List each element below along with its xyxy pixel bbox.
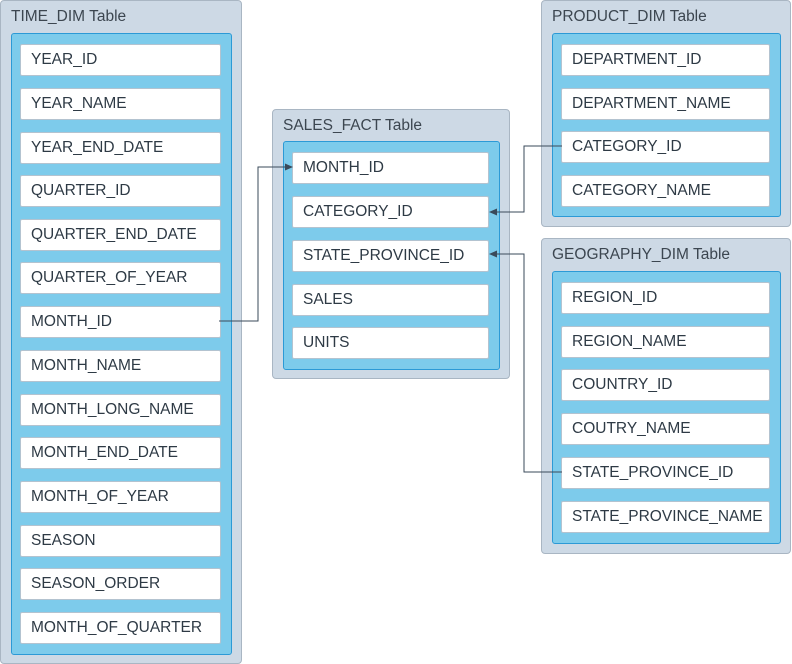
time-dim-title: TIME_DIM Table [11, 8, 127, 25]
field-category-id: CATEGORY_ID [292, 196, 489, 228]
field-month-id: MONTH_ID [20, 306, 221, 338]
field-region-id: REGION_ID [561, 282, 770, 314]
field-quarter-of-year: QUARTER_OF_YEAR [20, 262, 221, 294]
geography-dim-table: GEOGRAPHY_DIM Table REGION_ID REGION_NAM… [541, 238, 791, 554]
connector-month-id [219, 163, 293, 322]
field-quarter-end-date: QUARTER_END_DATE [20, 219, 221, 251]
product-dim-title: PRODUCT_DIM Table [552, 8, 707, 25]
field-year-end-date: YEAR_END_DATE [20, 132, 221, 164]
geography-dim-title: GEOGRAPHY_DIM Table [552, 246, 731, 263]
connector-category-id [489, 145, 562, 216]
field-month-long-name: MONTH_LONG_NAME [20, 394, 221, 426]
sales-fact-table: SALES_FACT Table MONTH_ID CATEGORY_ID ST… [272, 109, 510, 379]
field-month-of-quarter: MONTH_OF_QUARTER [20, 612, 221, 644]
field-coutry-name: COUTRY_NAME [561, 413, 770, 445]
field-department-name: DEPARTMENT_NAME [561, 88, 770, 120]
field-sales: SALES [292, 284, 489, 316]
product-dim-fields: DEPARTMENT_ID DEPARTMENT_NAME CATEGORY_I… [552, 33, 781, 217]
sales-fact-fields: MONTH_ID CATEGORY_ID STATE_PROVINCE_ID S… [283, 141, 500, 370]
time-dim-table: TIME_DIM Table YEAR_ID YEAR_NAME YEAR_EN… [0, 0, 242, 664]
field-category-name: CATEGORY_NAME [561, 175, 770, 207]
time-dim-fields: YEAR_ID YEAR_NAME YEAR_END_DATE QUARTER_… [11, 33, 232, 655]
geography-dim-fields: REGION_ID REGION_NAME COUNTRY_ID COUTRY_… [552, 271, 781, 544]
sales-fact-title: SALES_FACT Table [283, 117, 423, 134]
field-year-name: YEAR_NAME [20, 88, 221, 120]
field-month-id: MONTH_ID [292, 152, 489, 184]
field-season-order: SEASON_ORDER [20, 568, 221, 600]
field-units: UNITS [292, 327, 489, 359]
field-state-province-name: STATE_PROVINCE_NAME [561, 501, 770, 533]
field-category-id: CATEGORY_ID [561, 131, 770, 163]
field-country-id: COUNTRY_ID [561, 369, 770, 401]
field-quarter-id: QUARTER_ID [20, 175, 221, 207]
field-department-id: DEPARTMENT_ID [561, 44, 770, 76]
field-state-province-id: STATE_PROVINCE_ID [292, 240, 489, 272]
field-month-of-year: MONTH_OF_YEAR [20, 481, 221, 513]
field-season: SEASON [20, 525, 221, 557]
field-month-name: MONTH_NAME [20, 350, 221, 382]
connector-state-province-id [489, 250, 562, 473]
product-dim-table: PRODUCT_DIM Table DEPARTMENT_ID DEPARTME… [541, 0, 791, 227]
field-state-province-id: STATE_PROVINCE_ID [561, 457, 770, 489]
field-year-id: YEAR_ID [20, 44, 221, 76]
field-month-end-date: MONTH_END_DATE [20, 437, 221, 469]
field-region-name: REGION_NAME [561, 326, 770, 358]
